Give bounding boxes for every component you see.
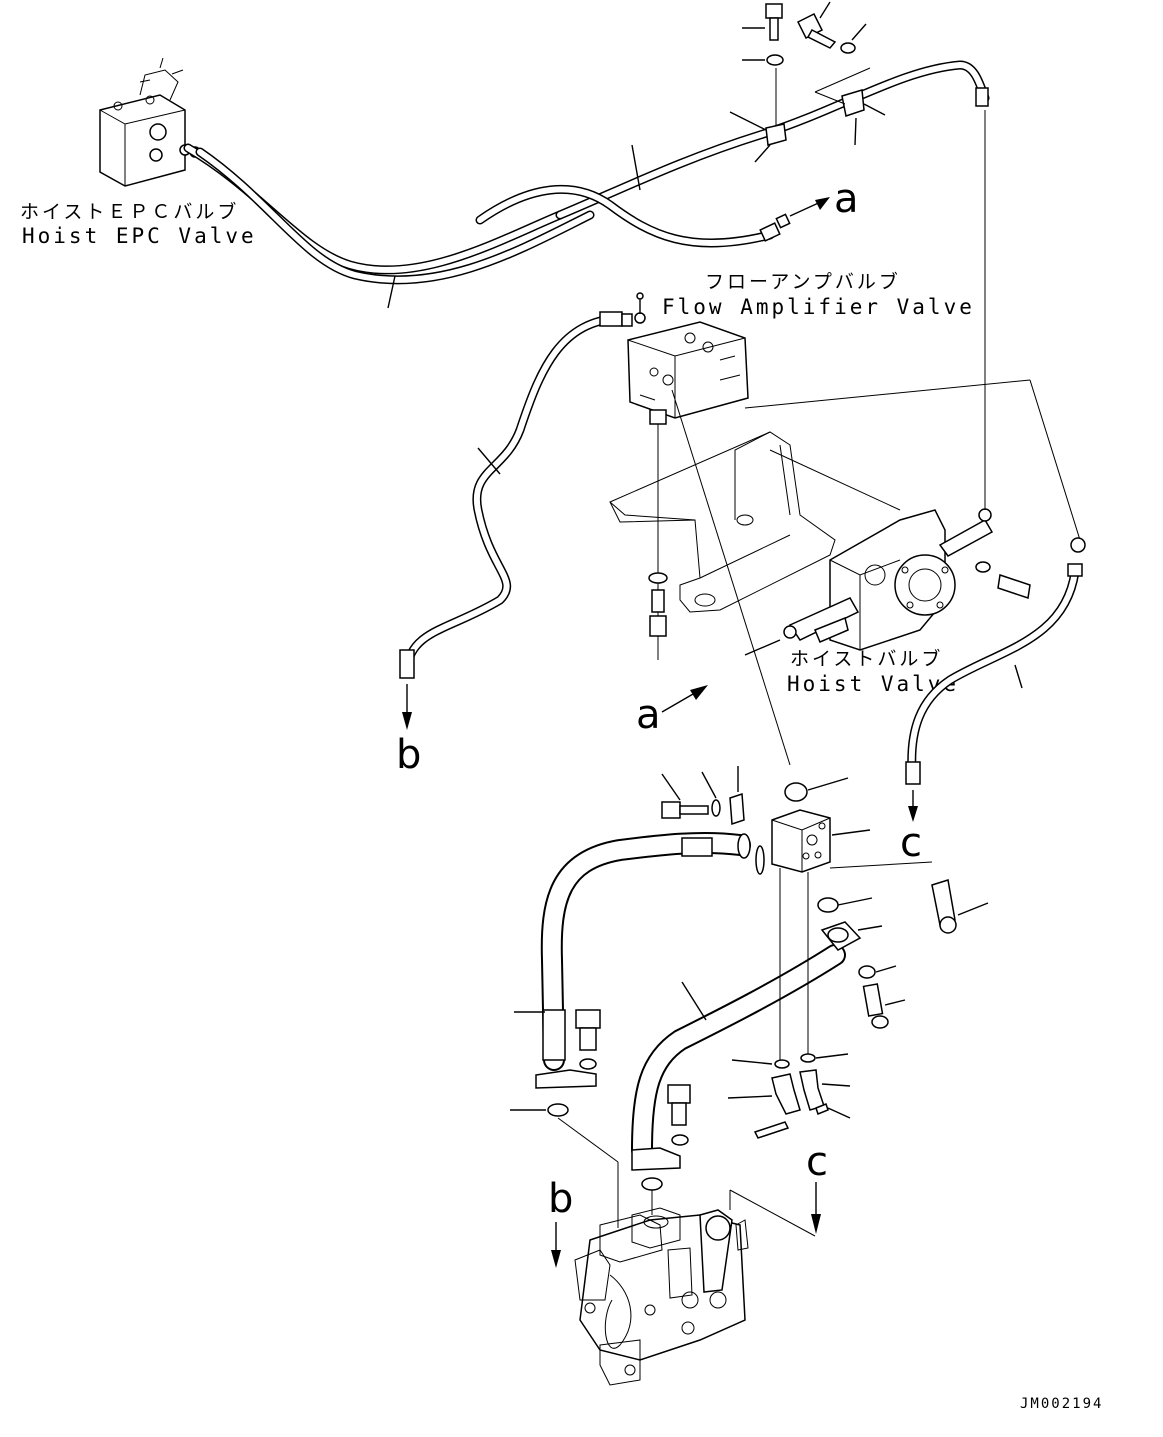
connector-b-left: b: [396, 684, 421, 778]
connector-b-left-letter: b: [396, 732, 421, 778]
connector-a-top-letter: a: [834, 176, 859, 222]
epc-hose-bundle: [183, 60, 990, 309]
junction-block: [771, 777, 873, 913]
pressure-hose-right: [631, 921, 883, 1171]
flow-amplifier-valve-label-en: Flow Amplifier Valve: [662, 295, 975, 319]
mounting-bracket: [609, 431, 836, 613]
hoist-valve-label-jp: ホイストバルブ: [790, 647, 943, 670]
clamp-assembly-top: [729, 1, 886, 163]
hoist-epc-valve-label-jp: ホイストＥＰＣバルブ: [20, 200, 239, 223]
hoist-valve: [783, 508, 994, 651]
connector-a-top: a: [789, 176, 859, 222]
connector-b-bottom: b: [548, 1176, 573, 1268]
connector-a-mid: a: [636, 685, 708, 738]
flow-amplifier-valve: [627, 292, 749, 419]
bolt: [649, 615, 667, 637]
pressure-hose-left: [514, 831, 765, 1089]
flow-amplifier-valve-label-jp: フローアンプバルブ: [705, 270, 901, 293]
connector-c-right: c: [900, 790, 922, 866]
hoist-epc-valve-label-en: Hoist EPC Valve: [22, 224, 257, 248]
washer: [648, 572, 668, 584]
bolt-set-upper: [661, 766, 745, 826]
hoist-valve-label-en: Hoist Valve: [787, 672, 959, 696]
hose-to-c: [905, 537, 1086, 785]
connector-c-bottom: c: [806, 1139, 828, 1234]
hoist-epc-valve: [99, 57, 201, 187]
drawing-code: JM002194: [1020, 1396, 1103, 1412]
connector-b-bottom-letter: b: [548, 1176, 573, 1222]
hose-to-b: [399, 311, 633, 679]
hydraulic-pump: [574, 1207, 749, 1386]
connector-a-mid-letter: a: [636, 692, 661, 738]
connector-c-bottom-letter: c: [806, 1139, 828, 1185]
connector-c-right-letter: c: [900, 820, 922, 866]
spacer: [651, 589, 665, 613]
